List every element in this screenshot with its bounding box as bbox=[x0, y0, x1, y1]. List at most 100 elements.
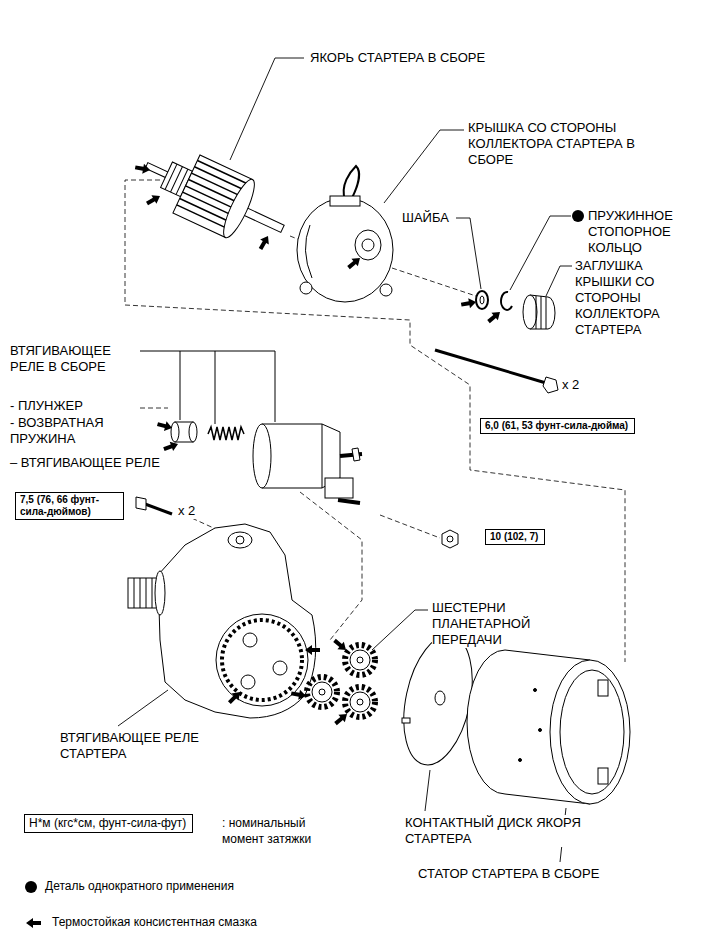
legend-unit-box: Н*м (кгс*см, фунт-сила-фут) bbox=[24, 814, 193, 833]
stator bbox=[598, 680, 608, 696]
legend-text: Термостойкая консистентная смазка bbox=[52, 915, 257, 930]
part-label: ШАЙБА bbox=[402, 210, 449, 226]
bolt bbox=[145, 504, 172, 514]
part-label: ВТЯГИВАЮЩЕЕ РЕЛЕ В СБОРЕ bbox=[10, 343, 140, 375]
bolt bbox=[136, 497, 146, 510]
legend-arrow-symbol bbox=[26, 918, 41, 928]
assembly-axis bbox=[140, 408, 168, 409]
stator bbox=[534, 689, 537, 692]
part-label: - ПЛУНЖЕР bbox=[10, 398, 83, 414]
torque-value: 7,5 (76, 66 фунт-сила-дюймов) bbox=[20, 494, 119, 518]
armature bbox=[186, 186, 239, 211]
bracket-line bbox=[180, 351, 181, 420]
grease-arrow bbox=[134, 162, 151, 174]
armature bbox=[192, 173, 245, 198]
drive-housing bbox=[236, 536, 244, 544]
part-label: – ВТЯГИВАЮЩЕЕ РЕЛЕ bbox=[10, 455, 160, 471]
plunger bbox=[171, 422, 179, 442]
through-bolt bbox=[435, 350, 558, 393]
end-frame bbox=[297, 166, 393, 302]
drive-housing bbox=[152, 578, 153, 608]
part-label: СТАТОР СТАРТЕРА В СБОРЕ bbox=[418, 866, 599, 882]
part-label: КОНТАКТНЫЙ ДИСК ЯКОРЯ СТАРТЕРА bbox=[405, 815, 610, 847]
washer bbox=[476, 291, 488, 309]
part-label: - ВОЗВРАТНАЯ ПРУЖИНА bbox=[10, 415, 130, 447]
end-frame bbox=[330, 196, 360, 206]
end-cap-plug bbox=[546, 297, 547, 329]
leader-line bbox=[118, 690, 168, 726]
planetary-gear bbox=[307, 645, 375, 717]
leader-line bbox=[456, 218, 481, 289]
drive-housing bbox=[146, 578, 147, 608]
end-frame bbox=[305, 225, 312, 278]
end-frame bbox=[297, 198, 393, 302]
drive-housing bbox=[140, 578, 141, 608]
single-use-dot bbox=[572, 210, 584, 222]
part-label: ЯКОРЬ СТАРТЕРА В СБОРЕ bbox=[310, 50, 485, 66]
leader-line bbox=[384, 130, 464, 203]
bracket-line bbox=[125, 351, 275, 424]
stator bbox=[560, 670, 624, 794]
solenoid bbox=[322, 424, 323, 488]
bracket-line bbox=[125, 351, 275, 352]
leader-line bbox=[425, 770, 430, 811]
leader-line bbox=[372, 610, 428, 650]
planetary-gear bbox=[307, 677, 337, 707]
solenoid bbox=[253, 424, 362, 503]
solenoid bbox=[338, 500, 360, 503]
torque-value: Н*м (кгс*см, фунт-сила-фут) bbox=[29, 816, 188, 830]
armature bbox=[218, 176, 260, 241]
drive-housing bbox=[241, 675, 255, 689]
planetary-gear bbox=[312, 682, 332, 702]
bracket-line bbox=[215, 351, 216, 424]
legend-dot-symbol bbox=[25, 881, 37, 893]
drive-housing bbox=[243, 633, 257, 647]
armature bbox=[197, 160, 250, 185]
return-spring bbox=[208, 427, 244, 440]
torque-box: 7,5 (76, 66 фунт-сила-дюймов) bbox=[15, 492, 124, 520]
legend-text: Деталь однократного применения bbox=[45, 879, 234, 894]
grease-arrow bbox=[156, 419, 173, 433]
drive-housing bbox=[273, 661, 287, 675]
through-bolt bbox=[435, 350, 546, 383]
through-bolt bbox=[543, 377, 558, 393]
quantity-label: x 2 bbox=[562, 377, 579, 393]
torque-box: 10 (102, 7) bbox=[485, 529, 545, 545]
end-frame bbox=[300, 282, 312, 294]
grease-arrow bbox=[485, 308, 503, 325]
end-cap-plug bbox=[523, 295, 555, 329]
end-frame bbox=[344, 166, 359, 200]
grease-arrow bbox=[226, 688, 244, 706]
grease-arrow bbox=[290, 688, 307, 700]
stator bbox=[598, 768, 608, 784]
washer bbox=[476, 291, 488, 309]
snap-ring bbox=[501, 292, 512, 310]
leader-line bbox=[546, 266, 572, 296]
leader-line bbox=[230, 58, 304, 160]
planetary-gear bbox=[350, 692, 370, 712]
planetary-gear bbox=[350, 650, 370, 670]
end-cap-plug bbox=[541, 296, 542, 329]
bracket-line bbox=[275, 351, 276, 422]
quantity-label: x 2 bbox=[178, 503, 195, 519]
solenoid bbox=[352, 448, 360, 461]
contact-disk bbox=[435, 691, 445, 705]
assembly-axis bbox=[380, 515, 440, 538]
planetary-gear bbox=[357, 657, 363, 663]
armature bbox=[183, 192, 236, 217]
nut bbox=[442, 530, 458, 548]
planetary-gear bbox=[357, 699, 363, 705]
note-label: : номинальный момент затяжки bbox=[222, 815, 337, 847]
planetary-gear bbox=[345, 645, 375, 675]
grease-arrow bbox=[145, 192, 163, 208]
stator bbox=[539, 729, 542, 732]
part-label: ВТЯГИВАЮЩЕЕ РЕЛЕ СТАРТЕРА bbox=[60, 730, 235, 762]
torque-box: 6,0 (61, 53 фунт-сила-дюйма) bbox=[480, 418, 635, 434]
planetary-gear bbox=[345, 687, 375, 717]
grease-arrow bbox=[162, 439, 180, 454]
drive-housing bbox=[158, 524, 316, 718]
torque-value: 6,0 (61, 53 фунт-сила-дюйма) bbox=[485, 420, 630, 432]
torque-value: 10 (102, 7) bbox=[490, 531, 540, 543]
drive-housing bbox=[128, 524, 316, 718]
